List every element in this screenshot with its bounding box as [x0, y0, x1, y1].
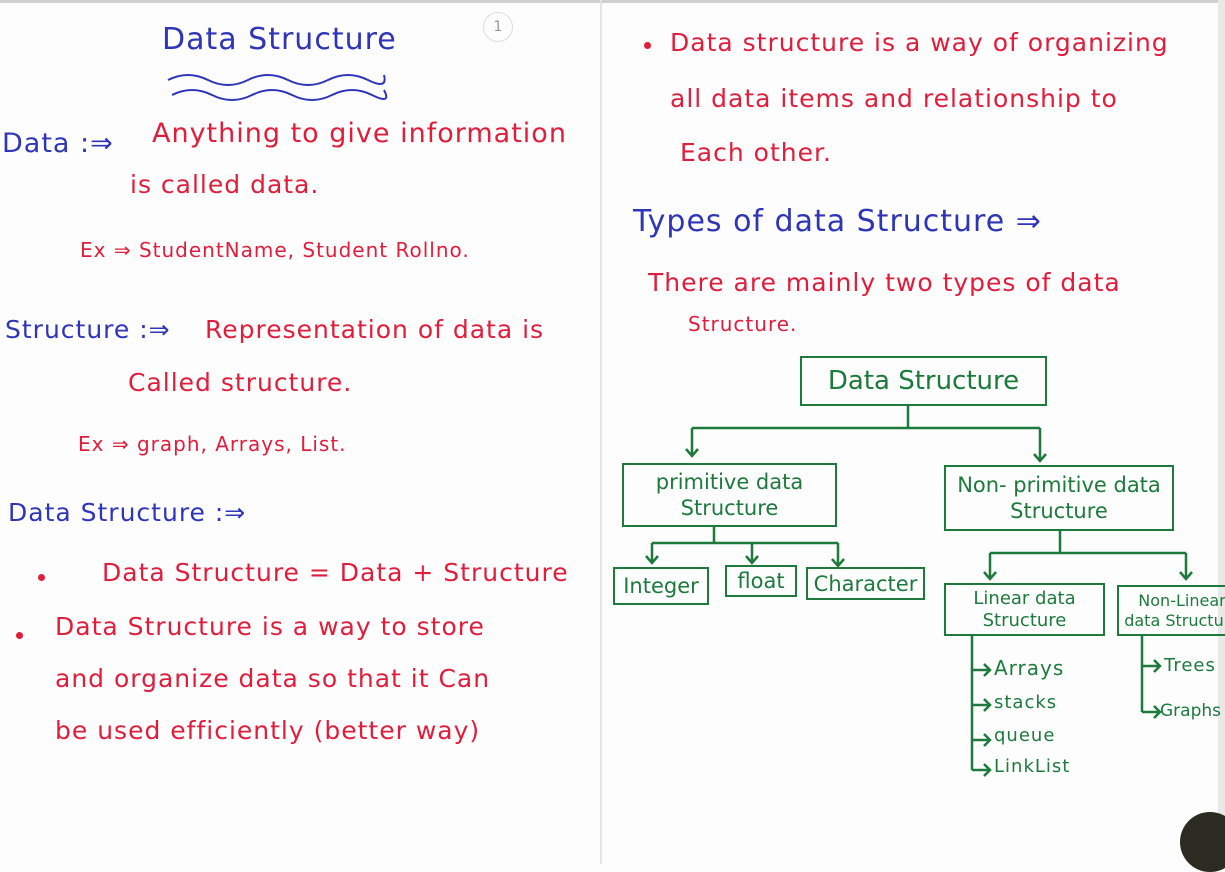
types-heading: Types of data Structure ⇒: [633, 204, 1042, 239]
bullet-icon: [38, 574, 45, 581]
page-right-edge: [1218, 0, 1225, 864]
linear-item-queue: queue: [994, 725, 1056, 746]
structure-definition-line-1: Representation of data is: [205, 315, 545, 344]
data-term: Data :⇒: [2, 128, 114, 159]
bullet-2-line-3: be used efficiently (better way): [55, 716, 481, 745]
page-number: 1: [483, 12, 513, 42]
structure-definition-line-2: Called structure.: [128, 368, 353, 397]
page-top-edge: [0, 0, 1225, 3]
non-primitive-box: Non- primitive data Structure: [944, 465, 1174, 531]
data-definition-line-2: is called data.: [130, 170, 320, 199]
bullet-2-line-2: and organize data so that it Can: [55, 664, 491, 693]
data-definition-line-1: Anything to give information: [152, 118, 567, 149]
structure-term: Structure :⇒: [5, 315, 171, 344]
types-text-line-2: Structure.: [688, 312, 798, 336]
structure-example: Ex ⇒ graph, Arrays, List.: [78, 432, 347, 456]
integer-box: Integer: [613, 567, 709, 605]
right-bullet-line-3: Each other.: [680, 138, 832, 167]
non-linear-box: Non-Linear data Structure: [1117, 585, 1225, 636]
bullet-2-line-1: Data Structure is a way to store: [55, 612, 485, 641]
right-bullet-line-1: Data structure is a way of organizing: [670, 28, 1169, 57]
data-structure-term: Data Structure :⇒: [8, 498, 247, 527]
float-box: float: [725, 565, 797, 597]
page-title: Data Structure: [162, 22, 397, 57]
non-linear-item-graphs: Graphs: [1160, 701, 1222, 721]
linear-item-arrays: Arrays: [994, 656, 1065, 680]
thumb-icon: [1180, 812, 1225, 872]
linear-item-linklist: LinkList: [994, 756, 1071, 777]
non-linear-item-trees: Trees: [1164, 655, 1216, 676]
character-box: Character: [806, 567, 925, 600]
bullet-1: Data Structure = Data + Structure: [102, 558, 569, 587]
right-bullet-line-2: all data items and relationship to: [670, 84, 1118, 113]
bullet-icon: [16, 632, 23, 639]
title-wavy-underline: [167, 74, 388, 101]
types-text-line-1: There are mainly two types of data: [648, 268, 1121, 297]
data-example: Ex ⇒ StudentName, Student Rollno.: [80, 238, 470, 262]
linear-item-stacks: stacks: [994, 692, 1058, 713]
linear-box: Linear data Structure: [944, 583, 1105, 636]
primitive-box: primitive data Structure: [622, 463, 837, 527]
bullet-icon: [644, 42, 651, 49]
page-divider: [600, 0, 602, 864]
tree-root-box: Data Structure: [800, 356, 1047, 406]
